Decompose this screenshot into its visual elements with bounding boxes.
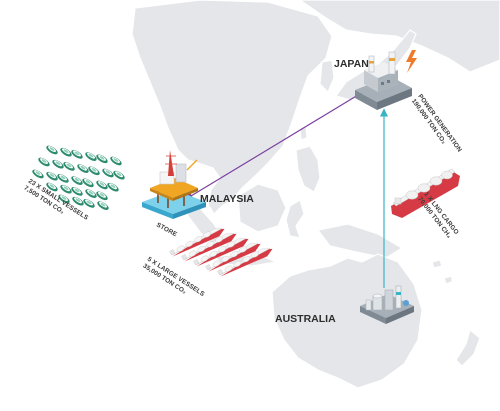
small-vessel-icon <box>72 196 84 206</box>
small-vessel-icon <box>97 201 109 210</box>
co2-route-japan-malaysia <box>184 91 364 200</box>
small-vessel-icon <box>57 174 69 183</box>
small-vessel-icon <box>96 191 108 201</box>
small-vessel-icon <box>82 178 94 188</box>
map-korea <box>319 59 335 94</box>
large-vessel-icon <box>193 238 249 267</box>
oil-platform-icon <box>142 150 206 219</box>
map-sulawesi <box>285 199 305 239</box>
small-vessel-icon <box>38 157 50 167</box>
lng-cargo-label: 1 X LNG CARGO 70,000 TON CH₄ <box>416 191 460 240</box>
power-plant-icon <box>355 51 412 110</box>
large-vessel-icon <box>169 228 225 257</box>
small-vessel-icon <box>46 182 58 192</box>
small-vessel-icon <box>71 150 83 159</box>
map-asia-mainland <box>131 0 333 215</box>
small-vessel-icon <box>83 199 95 208</box>
country-label-japan: JAPAN <box>334 58 369 70</box>
small-vessel-icon <box>71 176 83 185</box>
small-vessels-fleet <box>32 145 125 210</box>
lng-tanker-icon <box>391 168 460 218</box>
small-vessel-icon <box>102 168 114 178</box>
small-vessel-icon <box>71 187 83 196</box>
small-vessel-icon <box>88 166 100 176</box>
map-new-guinea <box>316 223 404 259</box>
small-vessel-icon <box>58 194 70 204</box>
map-philippines <box>295 145 321 193</box>
routes <box>184 91 389 288</box>
small-vessel-icon <box>60 147 72 157</box>
power-generation-label: POWER GENERATION 190,000 TON CO₂ <box>410 93 463 154</box>
store-label: STORE <box>155 222 179 239</box>
map-new-zealand <box>455 328 481 367</box>
small-vessel-icon <box>85 189 97 198</box>
small-vessel-icon <box>63 162 75 171</box>
small-vessel-icon <box>110 156 122 166</box>
large-vessels-fleet <box>169 228 273 277</box>
small-vessel-icon <box>96 154 108 164</box>
small-vessel-icon <box>52 159 64 169</box>
small-vessel-icon <box>77 164 89 173</box>
small-vessel-icon <box>32 169 44 179</box>
small-vessel-icon <box>85 152 97 161</box>
small-vessel-icon <box>46 145 58 155</box>
small-vessel-icon <box>96 180 108 190</box>
country-label-malaysia: MALAYSIA <box>200 193 254 205</box>
large-vessel-icon <box>217 248 273 277</box>
large-vessel-icon <box>181 233 237 262</box>
lightning-icon <box>406 50 417 73</box>
small-vessel-icon <box>46 171 58 181</box>
map-small-islands <box>431 259 453 285</box>
country-label-australia: AUSTRALIA <box>275 313 336 325</box>
small-vessel-icon <box>60 184 72 194</box>
small-vessel-icon <box>113 170 125 180</box>
map-borneo <box>237 183 287 233</box>
lng-plant-icon <box>360 285 414 324</box>
large-vessel-icon <box>205 243 261 272</box>
map-north-landmass <box>298 0 500 73</box>
small-vessel-icon <box>107 182 119 192</box>
svg-text:POWER GENERATION: POWER GENERATION <box>416 93 463 154</box>
